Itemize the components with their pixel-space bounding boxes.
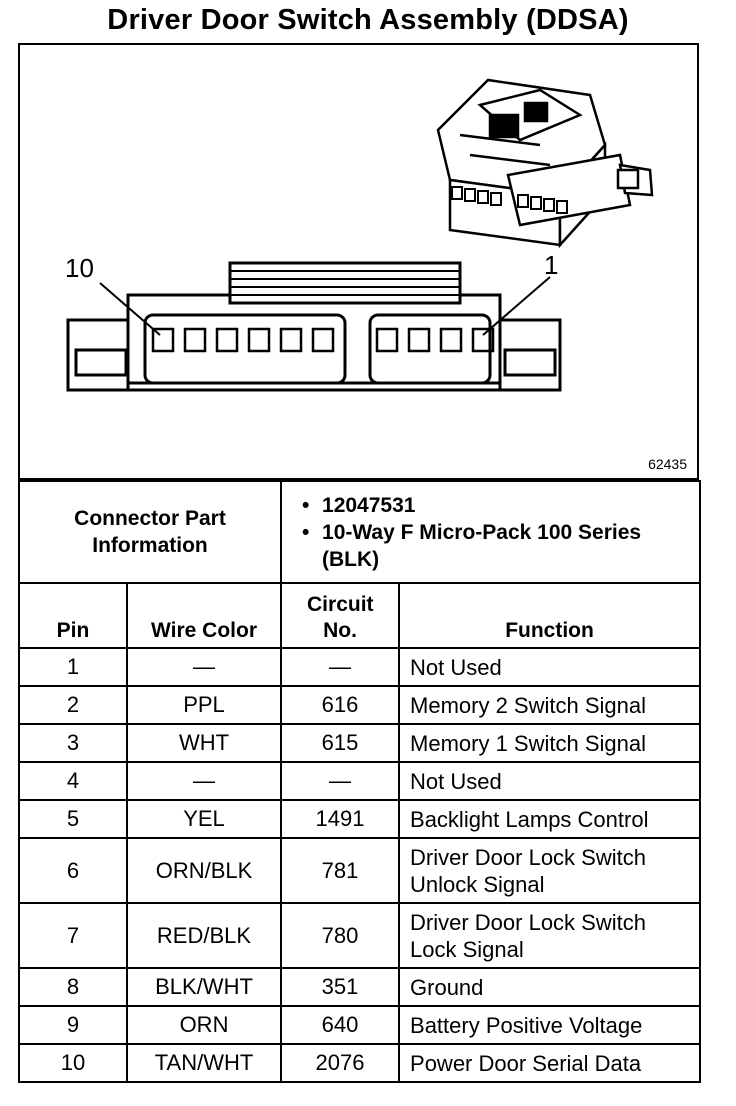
pin-cell: 6 xyxy=(18,837,128,904)
table-row: 5 YEL 1491 Backlight Lamps Control xyxy=(18,799,702,839)
circuit-cell: — xyxy=(280,761,401,801)
wire-color-cell: RED/BLK xyxy=(125,902,283,969)
pin-cell: 1 xyxy=(18,647,128,687)
table-row: 10 TAN/WHT 2076 Power Door Serial Data xyxy=(18,1043,702,1083)
table-row: 8 BLK/WHT 351 Ground xyxy=(18,967,702,1007)
function-cell: Battery Positive Voltage xyxy=(398,1005,702,1045)
col-header-wire-color: Wire Color xyxy=(125,582,283,649)
function-cell: Power Door Serial Data xyxy=(398,1043,702,1083)
circuit-cell: — xyxy=(280,647,401,687)
col-header-pin: Pin xyxy=(18,582,128,649)
connector-pinout-table: Connector Part Information •12047531 •10… xyxy=(17,480,702,1083)
figure-id: 62435 xyxy=(648,456,687,472)
circuit-cell: 615 xyxy=(280,723,401,763)
wire-color-cell: — xyxy=(125,761,283,801)
wire-color-cell: WHT xyxy=(125,723,283,763)
wire-color-cell: ORN/BLK xyxy=(125,837,283,904)
col-header-circuit: Circuit No. xyxy=(280,582,401,649)
connector-info-list: •12047531 •10-Way F Micro-Pack 100 Serie… xyxy=(280,480,702,584)
connector-isometric-drawing xyxy=(436,78,654,249)
pin-cell: 4 xyxy=(18,761,128,801)
wire-color-cell: — xyxy=(125,647,283,687)
connector-part-number: •12047531 xyxy=(302,493,416,517)
circuit-cell: 640 xyxy=(280,1005,401,1045)
pin-cell: 2 xyxy=(18,685,128,725)
pin-cell: 3 xyxy=(18,723,128,763)
function-cell: Backlight Lamps Control xyxy=(398,799,702,839)
table-header-row: Pin Wire Color Circuit No. Function xyxy=(18,582,702,649)
circuit-cell: 351 xyxy=(280,967,401,1007)
wire-color-cell: ORN xyxy=(125,1005,283,1045)
pin-cell: 8 xyxy=(18,967,128,1007)
table-row: 6 ORN/BLK 781 Driver Door Lock Switch Un… xyxy=(18,837,702,904)
table-row: 3 WHT 615 Memory 1 Switch Signal xyxy=(18,723,702,763)
circuit-cell: 616 xyxy=(280,685,401,725)
table-row: 2 PPL 616 Memory 2 Switch Signal xyxy=(18,685,702,725)
connector-info-label: Connector Part Information xyxy=(17,480,283,584)
connector-type: •10-Way F Micro-Pack 100 Series (BLK) xyxy=(302,520,642,571)
pin-10-label: 10 xyxy=(65,253,94,283)
page-title: Driver Door Switch Assembly (DDSA) xyxy=(107,4,629,36)
connector-front-view xyxy=(66,261,562,392)
wire-color-cell: TAN/WHT xyxy=(125,1043,283,1083)
table-row: 9 ORN 640 Battery Positive Voltage xyxy=(18,1005,702,1045)
table-row: 7 RED/BLK 780 Driver Door Lock Switch Lo… xyxy=(18,902,702,969)
connector-illustration xyxy=(66,78,654,392)
function-cell: Not Used xyxy=(398,761,702,801)
function-cell: Memory 1 Switch Signal xyxy=(398,723,702,763)
circuit-cell: 2076 xyxy=(280,1043,401,1083)
table-row: 4 — — Not Used xyxy=(18,761,702,801)
pin-1-label: 1 xyxy=(544,250,559,280)
pin-cell: 9 xyxy=(18,1005,128,1045)
wire-color-cell: BLK/WHT xyxy=(125,967,283,1007)
col-header-function: Function xyxy=(398,582,702,649)
function-cell: Driver Door Lock Switch Unlock Signal xyxy=(398,837,702,904)
pin-cell: 10 xyxy=(18,1043,128,1083)
function-cell: Driver Door Lock Switch Lock Signal xyxy=(398,902,702,969)
pin-cell: 7 xyxy=(18,902,128,969)
connector-info-row: Connector Part Information •12047531 •10… xyxy=(17,480,702,584)
circuit-cell: 780 xyxy=(280,902,401,969)
connector-figure: 10 1 62435 xyxy=(18,43,699,480)
function-cell: Not Used xyxy=(398,647,702,687)
table-row: 1 — — Not Used xyxy=(18,647,702,687)
pin-cell: 5 xyxy=(18,799,128,839)
function-cell: Memory 2 Switch Signal xyxy=(398,685,702,725)
function-cell: Ground xyxy=(398,967,702,1007)
circuit-cell: 1491 xyxy=(280,799,401,839)
wire-color-cell: PPL xyxy=(125,685,283,725)
wire-color-cell: YEL xyxy=(125,799,283,839)
circuit-cell: 781 xyxy=(280,837,401,904)
